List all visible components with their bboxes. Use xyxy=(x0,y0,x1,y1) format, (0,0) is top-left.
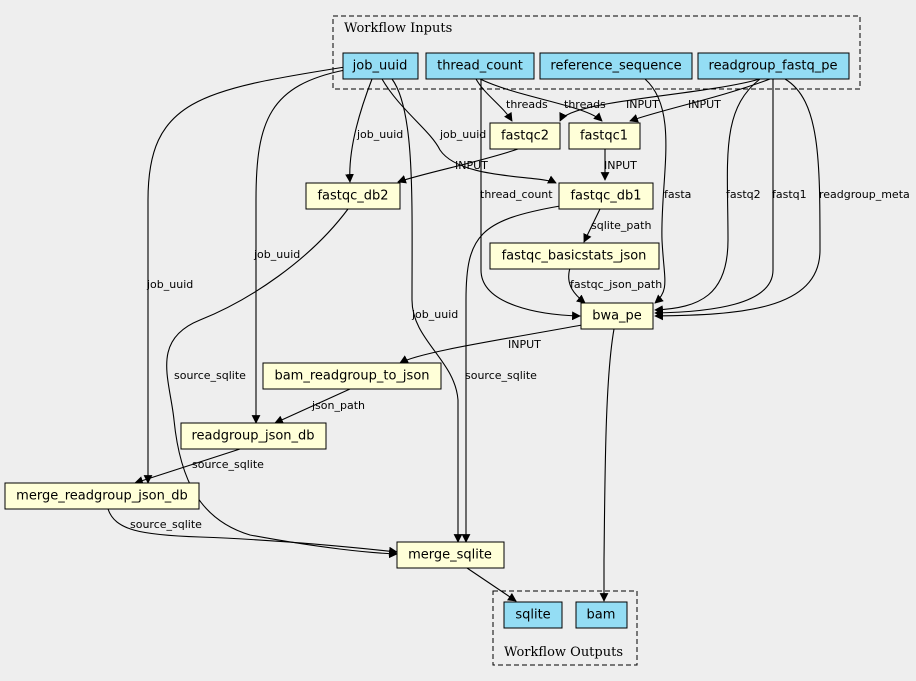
step-bam-readgroup-to-json-label: bam_readgroup_to_json xyxy=(274,369,429,384)
edge-label-source-sqlite-db1: source_sqlite xyxy=(465,369,537,382)
edge-label-json-path: json_path xyxy=(311,399,365,412)
input-readgroup-fastq-pe[interactable]: readgroup_fastq_pe xyxy=(697,52,850,80)
step-fastqc-db1-label: fastqc_db1 xyxy=(570,189,641,204)
edge-job-uuid-readgroup-db xyxy=(251,69,346,424)
edge-label-source-sqlite-merge-rg: source_sqlite xyxy=(130,518,202,531)
edge-readgroup-fastqc2 xyxy=(559,78,761,122)
edge-job-uuid-merge-rg xyxy=(143,66,346,484)
edge-readgroup-bwa-fastq2 xyxy=(654,78,761,315)
step-bwa-pe-label: bwa_pe xyxy=(592,309,642,324)
edge-label-sqlite-path: sqlite_path xyxy=(591,219,651,232)
edge-label-thread-count-bwa: thread_count xyxy=(480,188,553,201)
input-thread-count[interactable]: thread_count xyxy=(425,52,535,80)
edge-label-input-fastqc2: INPUT xyxy=(626,98,659,111)
edge-reference-bwa xyxy=(644,78,667,304)
edge-label-input-fastqc1: INPUT xyxy=(688,98,721,111)
step-fastqc-basicstats-json-label: fastqc_basicstats_json xyxy=(502,249,647,264)
step-bam-readgroup-to-json[interactable]: bam_readgroup_to_json xyxy=(262,362,442,390)
edge-db1-merge-sqlite xyxy=(461,205,561,543)
step-merge-readgroup-json-db[interactable]: merge_readgroup_json_db xyxy=(4,482,200,510)
edge-label-readgroup-meta: readgroup_meta xyxy=(819,188,910,201)
edge-label-fastqc-json-path: fastqc_json_path xyxy=(570,278,662,291)
edge-merge-rg-merge-sqlite xyxy=(107,508,398,556)
edge-label-input-db1: INPUT xyxy=(604,159,637,172)
edge-db1-basicstats xyxy=(583,208,601,243)
edge-label-job-uuid-readgroup: job_uuid xyxy=(253,248,300,261)
output-sqlite[interactable]: sqlite xyxy=(503,601,563,629)
edge-job-uuid-merge-sqlite xyxy=(391,78,463,543)
edge-label-threads-a: threads xyxy=(506,98,548,111)
edge-label-job-uuid-db1: job_uuid xyxy=(439,128,486,141)
edge-job-uuid-fastqc-db2 xyxy=(345,78,373,183)
edge-label-source-sqlite-rg: source_sqlite xyxy=(192,458,264,471)
input-job-uuid-label: job_uuid xyxy=(352,59,408,74)
edge-label-fasta: fasta xyxy=(664,188,691,201)
step-fastqc2[interactable]: fastqc2 xyxy=(489,122,561,150)
step-merge-readgroup-json-db-label: merge_readgroup_json_db xyxy=(16,489,188,504)
step-merge-sqlite-label: merge_sqlite xyxy=(408,548,492,563)
edge-readgroup-db-merge-rg xyxy=(134,448,241,485)
edge-job-uuid-fastqc-db1 xyxy=(381,78,557,184)
edge-thread-count-bwa xyxy=(480,79,581,321)
edge-bwa-bam-output xyxy=(599,328,615,602)
input-job-uuid[interactable]: job_uuid xyxy=(342,52,419,80)
edge-label-job-uuid-merge-rg: job_uuid xyxy=(146,278,193,291)
edge-label-job-uuid-merge-sqlite: job_uuid xyxy=(411,308,458,321)
output-bam-label: bam xyxy=(587,608,616,623)
edges: threads threads INPUT INPUT job_uuid job… xyxy=(107,66,910,602)
input-reference-sequence-label: reference_sequence xyxy=(550,59,681,74)
input-readgroup-fastq-pe-label: readgroup_fastq_pe xyxy=(709,59,838,74)
workflow-outputs-cluster: Workflow Outputs xyxy=(492,590,638,666)
edge-merge-sqlite-output xyxy=(466,567,517,602)
edge-bam-rg-readgroup-db xyxy=(274,388,351,424)
output-sqlite-label: sqlite xyxy=(515,608,550,623)
edge-basicstats-bwa xyxy=(568,267,586,304)
step-fastqc-db2[interactable]: fastqc_db2 xyxy=(305,182,401,210)
step-fastqc-db2-label: fastqc_db2 xyxy=(317,189,388,204)
step-fastqc1[interactable]: fastqc1 xyxy=(568,122,641,150)
step-fastqc1-label: fastqc1 xyxy=(580,129,628,144)
edge-label-job-uuid-db2: job_uuid xyxy=(356,128,403,141)
step-merge-sqlite[interactable]: merge_sqlite xyxy=(396,541,505,569)
step-fastqc-db1[interactable]: fastqc_db1 xyxy=(558,182,654,210)
edge-label-threads-b: threads xyxy=(564,98,606,111)
edge-label-source-sqlite-db2: source_sqlite xyxy=(174,369,246,382)
workflow-outputs-title: Workflow Outputs xyxy=(504,645,623,660)
workflow-inputs-cluster: Workflow Inputs xyxy=(332,15,861,90)
edge-thread-count-fastqc1 xyxy=(479,78,603,122)
edge-label-input-bam-rg: INPUT xyxy=(508,338,541,351)
step-readgroup-json-db[interactable]: readgroup_json_db xyxy=(180,422,327,450)
step-readgroup-json-db-label: readgroup_json_db xyxy=(191,429,314,444)
edge-readgroup-bwa-meta xyxy=(654,78,821,321)
edge-label-input-db2: INPUT xyxy=(455,159,488,172)
step-fastqc-basicstats-json[interactable]: fastqc_basicstats_json xyxy=(489,242,660,270)
workflow-inputs-title: Workflow Inputs xyxy=(344,21,452,36)
edge-thread-count-fastqc2 xyxy=(475,78,513,122)
edge-readgroup-bwa-fastq1 xyxy=(654,79,774,318)
edge-bwa-bam-readgroup xyxy=(399,324,583,364)
edge-label-fastq2: fastq2 xyxy=(726,188,761,201)
input-thread-count-label: thread_count xyxy=(437,59,523,74)
step-bwa-pe[interactable]: bwa_pe xyxy=(580,302,654,330)
edge-fastqc2-fastqc-db2 xyxy=(397,148,519,184)
step-fastqc2-label: fastqc2 xyxy=(501,129,549,144)
output-bam[interactable]: bam xyxy=(575,601,628,629)
edge-label-fastq1: fastq1 xyxy=(772,188,807,201)
input-reference-sequence[interactable]: reference_sequence xyxy=(539,52,693,80)
